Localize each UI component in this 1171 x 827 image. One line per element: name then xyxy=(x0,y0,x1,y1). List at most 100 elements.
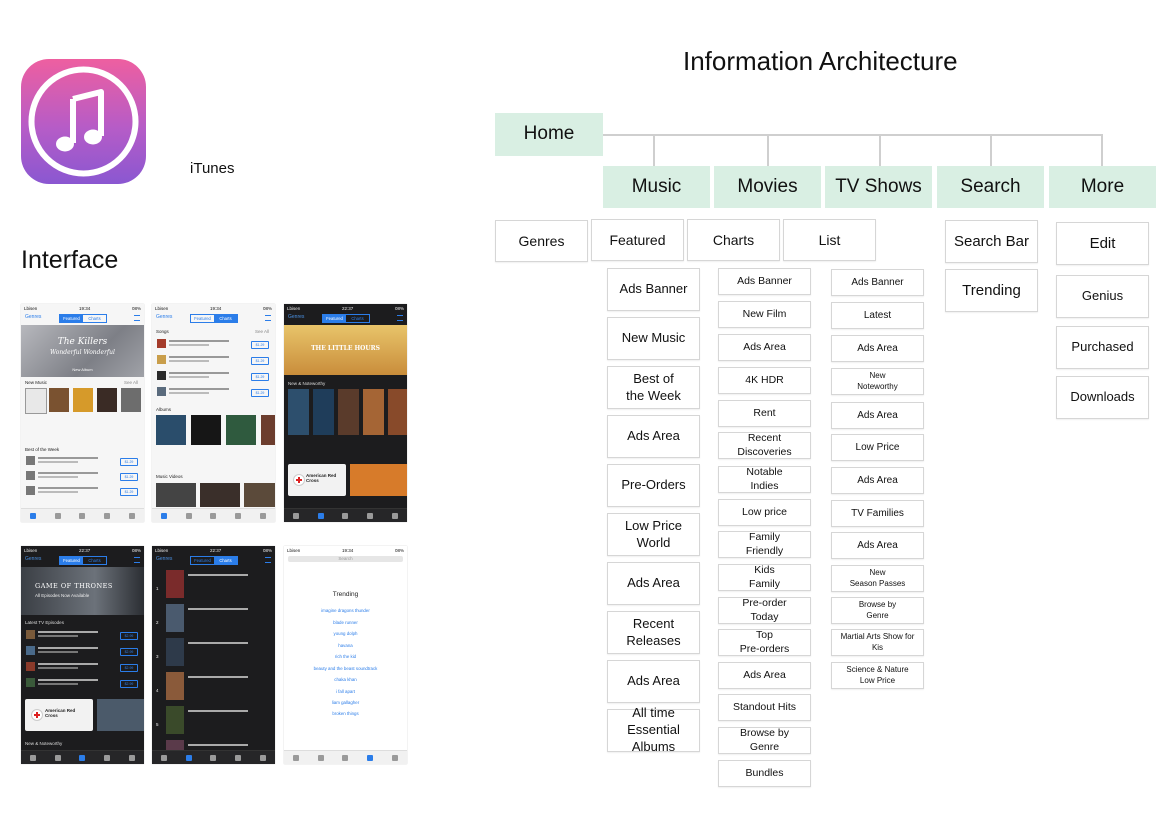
node-featured: Featured xyxy=(591,219,684,261)
movies-item: 4K HDR xyxy=(718,367,811,394)
connector-line xyxy=(1101,134,1103,166)
movies-item: Top Pre-orders xyxy=(718,629,811,656)
music-item: All time Essential Albums xyxy=(607,705,700,754)
list-item xyxy=(157,387,247,396)
connector-line xyxy=(603,134,1103,136)
list-item xyxy=(26,630,116,639)
section-title: New & Noteworthy xyxy=(288,381,326,386)
list-item xyxy=(26,646,116,655)
movies-item: Rent xyxy=(718,400,811,427)
tv-item: Ads Area xyxy=(831,335,924,362)
node-search: Search xyxy=(937,166,1044,208)
trending-item: i fall apart xyxy=(335,689,356,694)
node-more: More xyxy=(1049,166,1156,208)
movies-item: Low price xyxy=(718,499,811,526)
tv-item: Latest xyxy=(831,302,924,329)
section-title: Songs xyxy=(156,329,169,334)
list-item xyxy=(26,678,116,687)
see-all-link: See All xyxy=(123,380,138,385)
poster-tile xyxy=(166,672,184,700)
promo-tile xyxy=(97,699,144,731)
genres-link: Genres xyxy=(25,314,42,320)
movies-item: Standout Hits xyxy=(718,694,811,721)
menu-icon xyxy=(134,557,140,563)
poster-tile xyxy=(166,570,184,598)
node-movies: Movies xyxy=(714,166,821,208)
poster-tile xyxy=(388,389,407,435)
price-button: $1.29 xyxy=(251,341,269,349)
trending-item: blade runner xyxy=(333,620,358,625)
search-item: Search Bar xyxy=(945,220,1038,263)
price-button: $2.99 xyxy=(120,648,138,656)
connector-line xyxy=(767,134,769,166)
music-item: Best of the Week xyxy=(607,366,700,409)
search-field: Search xyxy=(288,556,403,562)
tv-item: Low Price xyxy=(831,434,924,461)
poster-tile xyxy=(166,740,184,750)
node-tv-shows: TV Shows xyxy=(825,166,932,208)
trending-item: liam gallagher xyxy=(331,700,360,705)
price-button: $2.99 xyxy=(120,664,138,672)
price-button: $1.29 xyxy=(120,488,138,496)
movies-item: Recent Discoveries xyxy=(718,432,811,459)
music-item: New Music xyxy=(607,317,700,360)
album-tile xyxy=(156,415,186,445)
movies-item: Browse by Genre xyxy=(718,727,811,754)
red-cross-ad: American Red Cross xyxy=(288,464,346,496)
tab-bar xyxy=(152,750,275,764)
poster-tile xyxy=(338,389,359,435)
list-item xyxy=(26,662,116,671)
tv-item: Martial Arts Show for Kis xyxy=(831,629,924,656)
price-button: $2.99 xyxy=(120,680,138,688)
tv-item: Science & Nature Low Price xyxy=(831,662,924,689)
connector-line xyxy=(990,134,992,166)
list-item xyxy=(157,355,247,364)
price-button: $1.29 xyxy=(251,357,269,365)
trending-item: chaka khan xyxy=(334,677,357,682)
trending-item: rich the kid xyxy=(334,654,357,659)
section-title: Best of the Week xyxy=(25,447,60,452)
section-title: Latest TV Episodes xyxy=(25,620,64,625)
price-button: $1.29 xyxy=(251,373,269,381)
movies-item: Kids Family xyxy=(718,564,811,591)
album-tile xyxy=(226,415,256,445)
itunes-app-icon xyxy=(21,59,146,184)
node-genres: Genres xyxy=(495,220,588,262)
trending-item: beauty and the beast soundtrack xyxy=(313,666,378,671)
list-item xyxy=(26,486,116,495)
music-item: Pre-Orders xyxy=(607,464,700,507)
album-tile xyxy=(97,388,117,412)
section-title: Albums xyxy=(156,407,172,412)
list-item xyxy=(157,371,247,380)
video-tile xyxy=(156,483,196,507)
rank-number: 4 xyxy=(156,688,159,693)
trending-item: imagine dragons thunder xyxy=(321,608,370,613)
music-item: Ads Area xyxy=(607,660,700,703)
menu-icon xyxy=(265,557,271,563)
tv-item: Browse by Genre xyxy=(831,597,924,624)
price-button: $1.29 xyxy=(120,458,138,466)
tv-item: TV Families xyxy=(831,500,924,527)
trending-item: havana xyxy=(338,643,353,648)
menu-icon xyxy=(134,315,140,321)
music-item: Recent Releases xyxy=(607,611,700,654)
rank-number: 3 xyxy=(156,654,159,659)
tv-item: New Season Passes xyxy=(831,565,924,592)
poster-tile xyxy=(166,604,184,632)
music-note-icon xyxy=(28,66,139,177)
trending-title: Trending xyxy=(332,591,359,598)
section-title: New & Noteworthy xyxy=(25,741,63,746)
